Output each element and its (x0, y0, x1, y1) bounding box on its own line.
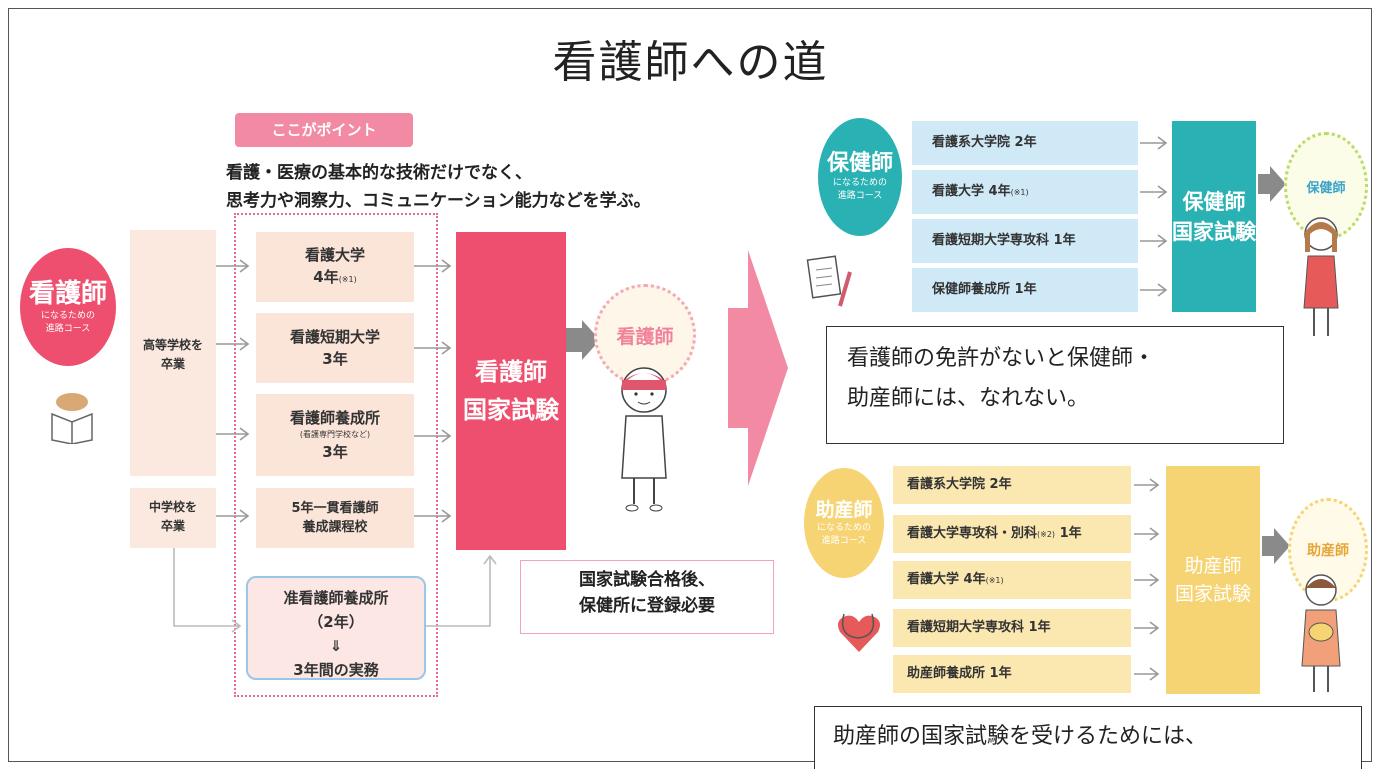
point-badge: ここがポイント (235, 113, 413, 147)
phn-row-university: 看護大学 4年(※1) (912, 170, 1138, 214)
grey-arrow-icon (566, 320, 600, 360)
stethoscope-heart-icon (838, 613, 880, 652)
registration-note: 国家試験合格後、 保健所に登録必要 (520, 560, 774, 634)
note-midwife-exam: 助産師の国家試験を受けるためには、 (814, 706, 1362, 769)
school-five-year: 5年一貫看護師 養成課程校 (256, 488, 414, 548)
school-training-institute: 看護師養成所 (看護専門学校など) 3年 (256, 394, 414, 476)
phn-row-grad-school: 看護系大学院 2年 (912, 121, 1138, 165)
grey-arrow-icon (1258, 166, 1286, 202)
midwife-row-grad-school: 看護系大学院 2年 (893, 466, 1131, 504)
phn-row-institute: 保健師養成所 1年 (912, 268, 1138, 312)
midwife-row-specialty: 看護大学専攻科・別科(※2) 1年 (893, 515, 1131, 553)
midwife-row-institute: 助産師養成所 1年 (893, 655, 1131, 693)
page-title: 看護師への道 (552, 37, 829, 88)
phn-course-circle: 保健師 になるための 進路コース (818, 118, 902, 236)
grey-arrow-icon (1262, 528, 1290, 564)
school-nursing-university: 看護大学 4年(※1) (256, 232, 414, 302)
nurse-course-circle-sub1: になるための (40, 311, 95, 321)
midwife-exam-box: 助産師 国家試験 (1166, 466, 1260, 694)
high-school-column: 高等学校を 卒業 (130, 230, 216, 476)
high-school-label: 高等学校を 卒業 (142, 338, 203, 371)
nurse-course-circle-sub2: 進路コース (45, 324, 91, 334)
midwife-row-university: 看護大学 4年(※1) (893, 561, 1131, 599)
phn-row-junior-college: 看護短期大学専攻科 1年 (912, 219, 1138, 263)
middle-school-label: 中学校を 卒業 (148, 500, 197, 533)
practical-nurse-box: 准看護師養成所 （2年） ⇓ 3年間の実務 (246, 576, 426, 680)
nurse-course-circle: 看護師 になるための 進路コース (20, 248, 116, 366)
big-pink-arrow-icon (728, 250, 788, 486)
point-line-1: 看護・医療の基本的な技術だけでなく、 (226, 163, 532, 183)
point-line-2: 思考力や洞察力、コミュニケーション能力などを学ぶ。 (226, 191, 651, 211)
midwife-figure-icon (1301, 574, 1341, 692)
midwife-course-circle: 助産師 になるための 進路コース (804, 468, 884, 578)
nurse-exam-box: 看護師 国家試験 (456, 232, 566, 550)
school-dotted-frame (234, 213, 438, 697)
school-junior-college: 看護短期大学 3年 (256, 313, 414, 383)
phn-figure-icon (1303, 217, 1339, 336)
nurse-course-circle-title: 看護師 (28, 279, 107, 309)
point-text: 看護・医療の基本的な技術だけでなく、 思考力や洞察力、コミュニケーション能力など… (226, 159, 651, 215)
nurse-figure-icon (621, 367, 667, 512)
middle-school-column: 中学校を 卒業 (130, 488, 216, 548)
midwife-row-junior-college: 看護短期大学専攻科 1年 (893, 609, 1131, 647)
clipboard-icon (806, 255, 852, 307)
book-icon (51, 393, 93, 444)
note-license-required: 看護師の免許がないと保健師・ 助産師には、なれない。 (826, 326, 1284, 444)
phn-exam-box: 保健師 国家試験 (1172, 121, 1256, 312)
frame-border (8, 8, 1372, 762)
